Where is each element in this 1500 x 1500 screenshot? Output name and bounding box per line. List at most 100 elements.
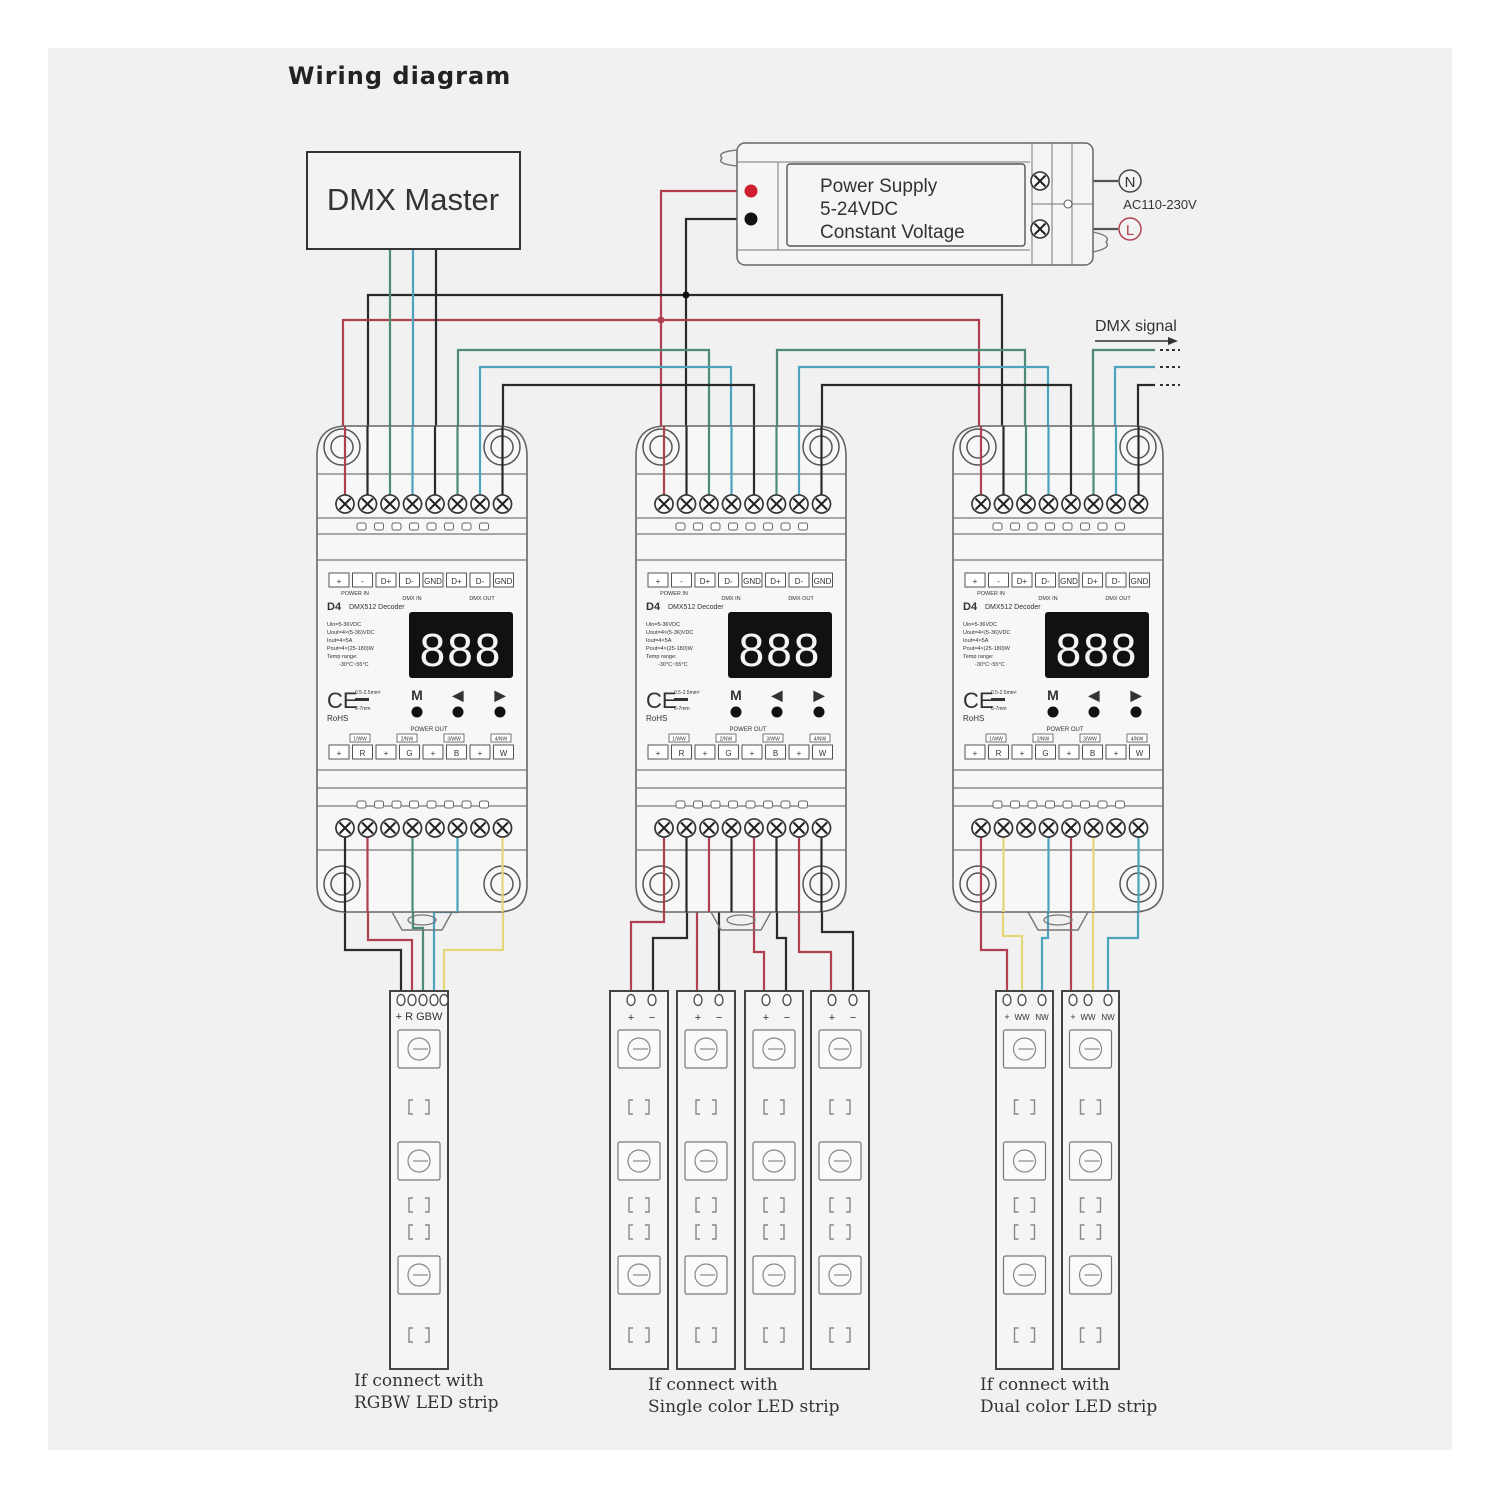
indicator-led	[1010, 800, 1020, 809]
ac-cable-tail-icon	[1092, 231, 1109, 253]
indicator-led	[1062, 800, 1073, 809]
indicator-led	[992, 800, 1003, 809]
indicator-led	[763, 522, 773, 531]
input-terminal-label-box	[964, 572, 986, 588]
spec-line: Temp range:	[963, 654, 994, 660]
input-terminal-label-box	[328, 572, 350, 588]
solder-pad-icon	[1002, 993, 1012, 1007]
indicator-led	[1097, 800, 1108, 809]
resistor-icon	[408, 1099, 430, 1115]
output-terminal-label-box	[964, 744, 986, 760]
dmx-out-label: DMX OUT	[788, 596, 814, 602]
resistor-icon	[628, 1224, 650, 1240]
indicator-led	[1027, 800, 1038, 809]
output-screw-terminal-x2	[1042, 821, 1055, 835]
output-channel-label: 3/WW	[447, 737, 461, 743]
input-terminal-label-box	[375, 572, 397, 588]
resistor-icon	[695, 1197, 717, 1213]
input-terminal-label-box	[1011, 572, 1033, 588]
input-terminal-label: -	[361, 577, 364, 586]
solder-pad-icon	[1017, 993, 1027, 1007]
decoder-model: D4	[646, 601, 661, 613]
dmx-in-label: DMX IN	[721, 596, 740, 602]
output-terminal-label: +	[337, 749, 342, 758]
output-channel-label: 4/NW	[1131, 737, 1144, 743]
led-chip-ring	[762, 1263, 786, 1287]
strip-pin-nw: NW	[1101, 1013, 1115, 1022]
mount-hole-icon-inner	[330, 872, 354, 896]
strip-pin-minus: −	[784, 1012, 790, 1024]
indicator-led	[693, 522, 703, 531]
output-terminal-label-box	[765, 744, 786, 760]
indicator-led	[745, 800, 756, 809]
input-terminal-label-box	[718, 572, 739, 588]
wire-spec: 0.5-2.5mm²	[355, 690, 381, 696]
input-terminal-label-box	[1035, 572, 1056, 588]
input-screw-terminal-x2	[680, 497, 693, 511]
ps-line1: Power Supply	[820, 176, 938, 197]
rohs-mark: RoHS	[327, 714, 348, 723]
input-terminal-label-box	[1082, 572, 1103, 588]
input-terminal-label-box	[469, 572, 491, 588]
led-chip-ring	[1012, 1263, 1037, 1287]
resistor-icon	[628, 1327, 650, 1343]
din-clip-icon	[1027, 911, 1089, 931]
din-clip-slot	[1043, 914, 1073, 926]
decoder-button	[813, 706, 825, 718]
input-terminal-label: D+	[700, 577, 711, 586]
decoder-model: D4	[963, 601, 978, 613]
mount-hole-icon	[959, 428, 997, 466]
input-screw-terminal-x2	[657, 497, 671, 511]
button-label: ▶	[1130, 687, 1143, 703]
output-terminal-label-box	[694, 744, 716, 760]
indicator-led	[444, 800, 454, 809]
strip-length: 6-7mm	[991, 706, 1007, 712]
output-terminal-label-box	[1011, 744, 1033, 760]
resistor-icon	[829, 1327, 851, 1343]
output-terminal-label-box	[647, 744, 669, 760]
input-terminal-label-box	[812, 572, 833, 588]
output-screw-terminal-x2	[383, 821, 397, 835]
input-terminal-label: +	[656, 577, 661, 586]
output-screw-terminal-x2	[680, 821, 693, 835]
input-terminal-label: GND	[495, 577, 513, 586]
strip-pin-plus: +	[628, 1012, 634, 1024]
led-chip-ring	[694, 1263, 718, 1287]
strip-pin-nw: NW	[1035, 1013, 1049, 1022]
output-screw-terminal-x2	[725, 821, 738, 835]
output-screw-terminal-x2	[496, 821, 509, 835]
caption-rgbw: If connect with RGBW LED strip	[354, 1370, 498, 1414]
output-screw-terminal-x2	[361, 821, 374, 835]
resistor-icon	[763, 1327, 785, 1343]
indicator-led	[780, 522, 791, 531]
indicator-led	[374, 800, 384, 809]
decoder-button	[1047, 706, 1059, 718]
input-screw-terminal-x2	[1064, 497, 1078, 511]
input-screw-terminal-x2	[451, 497, 464, 511]
output-terminal-label-box	[422, 744, 444, 760]
led-chip-ring	[1078, 1037, 1103, 1061]
led-chip-ring	[407, 1263, 431, 1287]
output-terminal-label: +	[797, 749, 802, 758]
rohs-mark: RoHS	[963, 714, 984, 723]
resistor-icon	[695, 1327, 717, 1343]
output-channel-tag	[985, 733, 1007, 743]
indicator-led	[693, 800, 703, 809]
input-terminal-label: GND	[743, 577, 761, 586]
diagram-title: Wiring diagram	[288, 62, 512, 90]
spec-line: Iout=4×5A	[327, 638, 353, 644]
single-color-led-strip-1: +−	[609, 990, 669, 1370]
solder-pad-icon	[782, 993, 792, 1007]
spec-line: Uout=4×(5-36)VDC	[646, 630, 693, 636]
seven-segment-display	[728, 612, 832, 678]
spec-line: Uout=4×(5-36)VDC	[963, 630, 1010, 636]
resistor-icon	[1013, 1099, 1036, 1115]
output-terminal-label: B	[454, 749, 459, 758]
output-terminal-label: +	[973, 749, 978, 758]
output-terminal-label: +	[656, 749, 661, 758]
output-terminal-label: G	[406, 749, 412, 758]
output-screw-terminal-x2	[770, 821, 783, 835]
mount-hole-icon-inner	[649, 872, 673, 896]
output-screw-terminal-x2	[1087, 821, 1100, 835]
led-chip-ring	[407, 1037, 431, 1061]
